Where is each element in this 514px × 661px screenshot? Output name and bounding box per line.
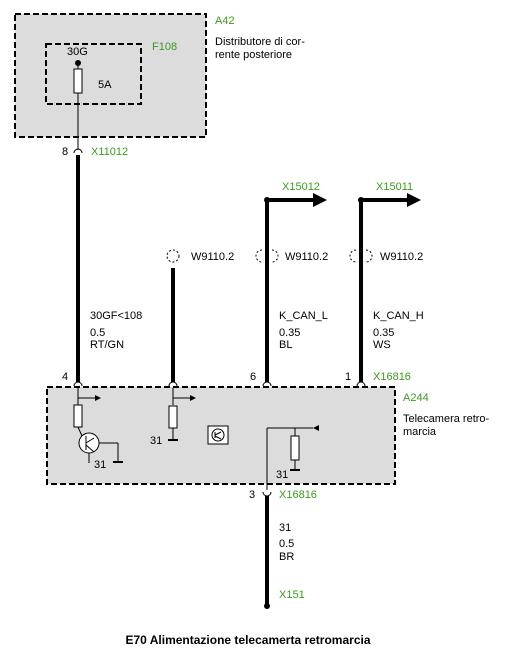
wire-ground-color: BR: [279, 551, 294, 563]
x16816-pin-6: 6: [250, 371, 256, 383]
ground-label-3: 31: [276, 469, 288, 481]
resistor-icon: [73, 404, 83, 428]
connector-x11012-icon: [73, 148, 83, 154]
transistor-icon: [78, 432, 100, 454]
splice-label-1: W9110.2: [191, 251, 234, 263]
x11012-id: X11012: [91, 146, 128, 158]
x16816-pin-1: 1: [345, 371, 351, 383]
connector-pin-icon: [262, 491, 272, 497]
wire-kcanl-signal: K_CAN_L: [279, 310, 328, 322]
resistor-icon: [168, 405, 178, 429]
wire-kcanl-color: BL: [279, 339, 292, 351]
splice-label-3: W9110.2: [380, 251, 423, 263]
x15011-label: X15011: [376, 181, 413, 193]
connector-pin-icon: [168, 381, 178, 387]
ground-label-2: 31: [150, 435, 162, 447]
a244-desc-line1: Telecamera retro-: [403, 413, 490, 425]
splice-icon-1: [166, 249, 180, 263]
arrow-right-icon: [313, 193, 327, 207]
x16816-bottom-pin: 3: [249, 489, 255, 501]
wire-ground-size: 0.5: [279, 538, 294, 550]
x16816-top-id: X16816: [373, 371, 411, 383]
wire-supply-signal: 30GF<108: [90, 310, 142, 322]
f108-box: [45, 43, 142, 105]
camera-icon: [207, 425, 229, 445]
diagram-title: E70 Alimentazione telecamerta retromarci…: [126, 633, 371, 647]
resistor-icon: [290, 435, 300, 461]
a42-id: A42: [215, 15, 235, 27]
a42-box: [14, 13, 207, 138]
wire-kcanl-size: 0.35: [279, 327, 300, 339]
fuse-icon: [73, 68, 83, 94]
splice-label-2: W9110.2: [285, 251, 328, 263]
a244-desc-line2: marcia: [403, 426, 437, 438]
wire-ground-signal: 31: [279, 522, 291, 534]
x151-label: X151: [279, 589, 305, 601]
ground-point-icon: [264, 603, 270, 609]
f108-id: F108: [152, 41, 177, 53]
a42-desc-line1: Distributore di cor-: [215, 36, 305, 48]
arrow-right-icon: [407, 193, 421, 207]
x15012-label: X15012: [282, 181, 320, 193]
a244-id: A244: [403, 392, 429, 404]
ground-label-1: 31: [94, 459, 106, 471]
connector-pin-icon: [356, 381, 366, 387]
arrow-right-icon: [190, 395, 196, 401]
wire-kcanh-signal: K_CAN_H: [373, 310, 424, 322]
wire-kcanh-color: WS: [373, 339, 391, 351]
f108-terminal: 30G: [67, 46, 88, 58]
connector-pin-icon: [73, 381, 83, 387]
splice-icon-3: [349, 249, 373, 263]
arrow-right-icon: [95, 395, 101, 401]
wire-supply-size: 0.5: [90, 327, 105, 339]
arrow-left-icon: [313, 425, 319, 431]
wire-kcanh-size: 0.35: [373, 327, 394, 339]
f108-rating: 5A: [98, 79, 112, 91]
splice-icon-2: [255, 249, 279, 263]
x16816-bottom-id: X16816: [279, 489, 317, 501]
a42-desc-line2: rente posteriore: [215, 49, 292, 61]
x11012-pin: 8: [62, 146, 68, 158]
x16816-pin-4: 4: [62, 371, 68, 383]
wire-supply-color: RT/GN: [90, 339, 124, 351]
connector-pin-icon: [262, 381, 272, 387]
